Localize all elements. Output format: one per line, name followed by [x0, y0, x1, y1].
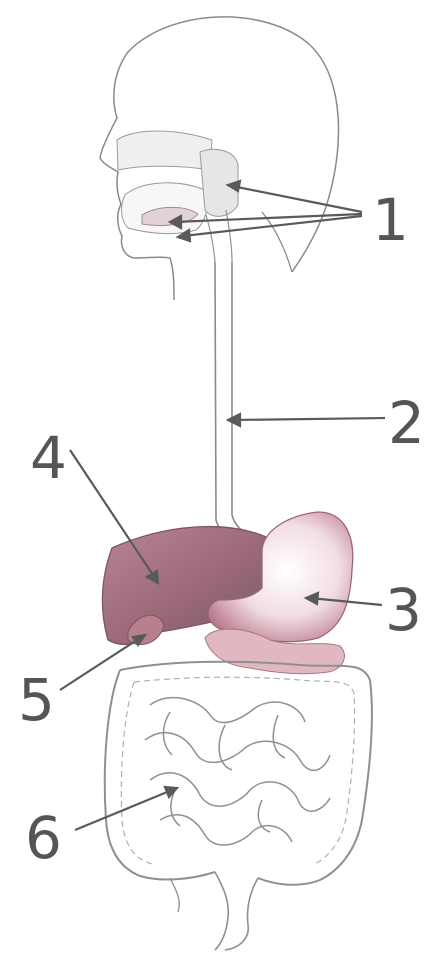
arrow-1c — [183, 216, 362, 236]
label-2: 2 — [388, 389, 425, 457]
pharynx — [206, 210, 232, 262]
label-5: 5 — [18, 666, 55, 734]
label-4: 4 — [30, 424, 67, 492]
esophagus — [215, 262, 268, 556]
rectum — [215, 872, 258, 950]
label-3: 3 — [385, 576, 422, 644]
arrow-2 — [232, 418, 385, 420]
label-1: 1 — [372, 186, 409, 254]
appendix — [170, 878, 179, 912]
arrow-1a — [232, 186, 362, 212]
large-intestine — [105, 662, 372, 885]
arrowhead-2 — [228, 414, 240, 426]
neck-line — [262, 212, 292, 272]
nasal-cavity — [117, 131, 212, 170]
arrowhead-6 — [165, 787, 177, 797]
small-intestine — [145, 698, 330, 845]
large-intestine-inner — [121, 677, 354, 864]
arrow-5 — [60, 638, 140, 690]
label-6: 6 — [25, 804, 62, 872]
arrow-6 — [75, 790, 172, 830]
